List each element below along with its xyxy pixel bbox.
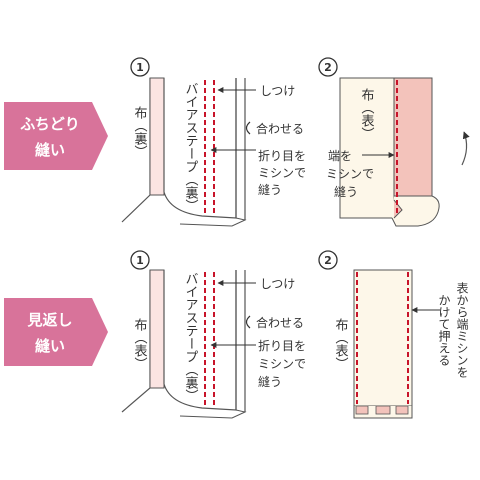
fabric-label: 布（表） bbox=[359, 88, 375, 140]
note-machine: ミシンで bbox=[326, 167, 374, 181]
step1-mikaeshi: 1 布（表） バイアステープ（裏） しつけ 合わせる 折り目を ミシンで 縫う bbox=[121, 250, 306, 419]
tag-line2: 縫い bbox=[34, 337, 65, 355]
tag-line2: 縫い bbox=[34, 141, 65, 159]
step-number: 1 bbox=[136, 61, 144, 74]
tag-line1: ふちどり bbox=[20, 115, 80, 133]
step-number: 2 bbox=[324, 61, 332, 74]
section-mikaeshi: 見返し 縫い 1 布（表） バイアステープ（裏） しつけ 合わせる 折り目を ミ… bbox=[4, 250, 469, 419]
note-machine: ミシンで bbox=[258, 166, 306, 180]
note-basting: しつけ bbox=[260, 277, 295, 291]
tag-line1: 見返し bbox=[26, 311, 72, 329]
step2-fuchidori: 2 布（表） 端を ミシンで 縫う bbox=[318, 57, 470, 227]
note-align: 合わせる bbox=[256, 315, 304, 330]
step-number: 2 bbox=[324, 254, 332, 267]
fabric-label: 布（表） bbox=[132, 318, 148, 370]
tag-mikaeshi: 見返し 縫い bbox=[4, 298, 108, 366]
note-basting: しつけ bbox=[260, 84, 295, 98]
tag-fuchidori: ふちどり 縫い bbox=[4, 102, 108, 170]
note-sew: 縫う bbox=[258, 374, 282, 389]
note-fold: 折り目を bbox=[258, 148, 306, 163]
fabric-label: 布（表） bbox=[333, 318, 349, 370]
step-number: 1 bbox=[136, 254, 144, 267]
note-sew: 縫う bbox=[258, 182, 282, 197]
note-edge: 端を bbox=[328, 149, 352, 163]
fabric-label: 布（裏） bbox=[132, 106, 148, 158]
note-align: 合わせる bbox=[256, 121, 304, 136]
step2-mikaeshi: 2 布（表） 表から端ミシンを かけて押える bbox=[318, 250, 469, 419]
note-sew: 縫う bbox=[334, 184, 358, 199]
note-topstitch: 表から端ミシンを bbox=[455, 282, 469, 378]
bias-tape-label: バイアステープ（裏） bbox=[183, 82, 199, 212]
note-press: かけて押える bbox=[437, 294, 451, 366]
note-machine: ミシンで bbox=[258, 357, 306, 371]
step1-fuchidori: 1 布（裏） バイアステープ（裏） しつけ 合わせる 折り目を ミシンで 縫う bbox=[121, 57, 306, 227]
bias-tape-label: バイアステープ（裏） bbox=[183, 272, 199, 402]
section-fuchidori: ふちどり 縫い 1 布（裏） バイアステープ（裏） しつけ 合わせる bbox=[4, 57, 470, 227]
note-fold: 折り目を bbox=[258, 338, 306, 353]
